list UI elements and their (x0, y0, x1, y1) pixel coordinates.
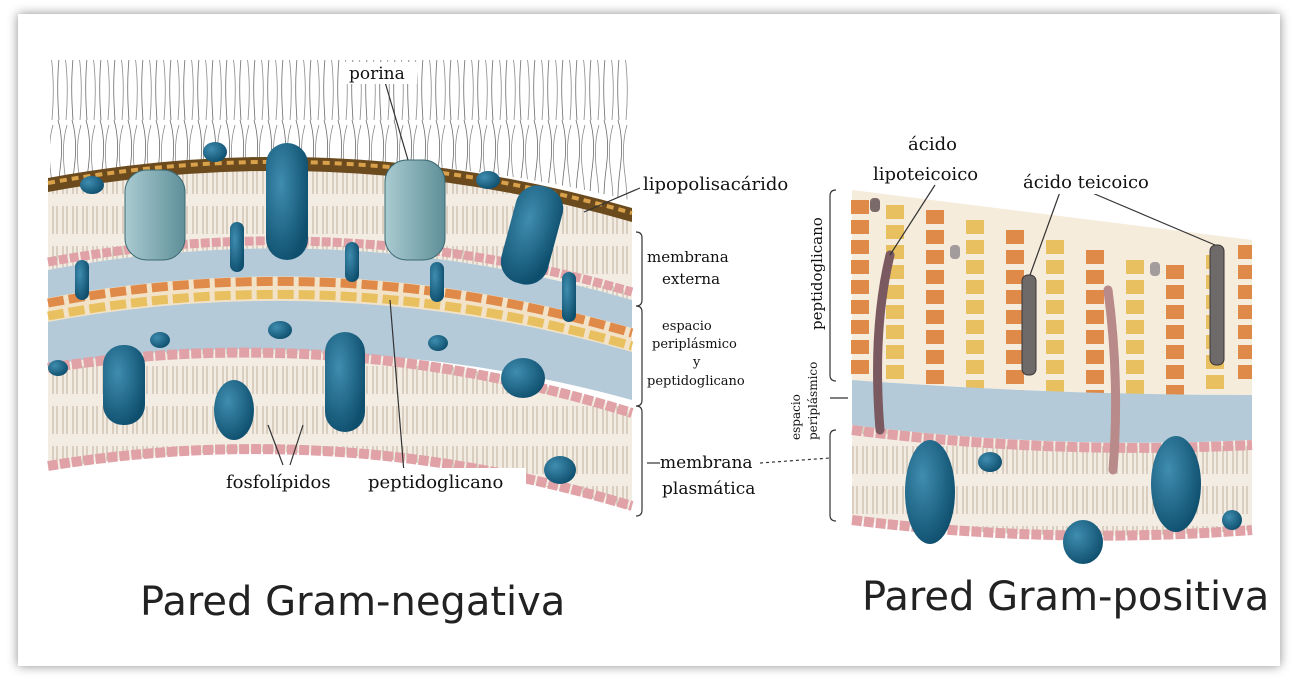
label-espacio-3: y (692, 355, 701, 370)
gram-positive-wall (851, 190, 1253, 564)
title-gram-negativa: Pared Gram-negativa (140, 579, 565, 625)
label-espacio-periplasmico-1: espacio (789, 394, 803, 440)
periplasm-positive (852, 380, 1252, 443)
gram-negative-leaders (267, 81, 831, 517)
label-peptidoglicano-pos: peptidoglicano (808, 217, 826, 330)
label-espacio-2: periplásmico (652, 337, 737, 352)
membrane-proteins-positive (905, 436, 1242, 564)
label-espacio-periplasmico-2: periplásmico (806, 362, 820, 440)
gram-negative-wall (47, 60, 634, 511)
label-membrana-plasmatica-1: membrana (660, 453, 753, 473)
label-membrana-externa-2: externa (662, 270, 720, 288)
lps-band (48, 156, 632, 222)
label-acido-teicoico: ácido teicoico (1023, 172, 1149, 193)
label-porina: porina (349, 64, 405, 84)
label-lipopolisacarido: lipopolisacárido (643, 174, 788, 195)
peptidoglycan-strands (851, 200, 1252, 420)
title-gram-positiva: Pared Gram-positiva (862, 574, 1269, 620)
label-membrana-plasmatica-2: plasmática (662, 479, 755, 499)
label-peptidoglicano-neg: peptidoglicano (368, 472, 503, 493)
lipoteichoic-acids (873, 250, 1121, 475)
plasma-membrane-heads-bottom (47, 444, 634, 511)
gram-positive-leaders (829, 184, 1216, 522)
diagram-labels: porina lipopolisacárido membrana externa… (222, 62, 1174, 499)
label-acido-lipoteicoico-2: lipoteicoico (873, 164, 978, 185)
label-espacio-4: peptidoglicano (647, 374, 745, 389)
porin-protein (124, 159, 446, 261)
label-acido-lipoteicoico-1: ácido (908, 134, 957, 155)
label-fosfolipidos: fosfolípidos (226, 472, 331, 493)
label-espacio-1: espacio (662, 319, 712, 334)
membrane-proteins (48, 142, 576, 484)
label-membrana-externa-1: membrana (647, 248, 729, 266)
teichoic-acids (870, 198, 1225, 376)
